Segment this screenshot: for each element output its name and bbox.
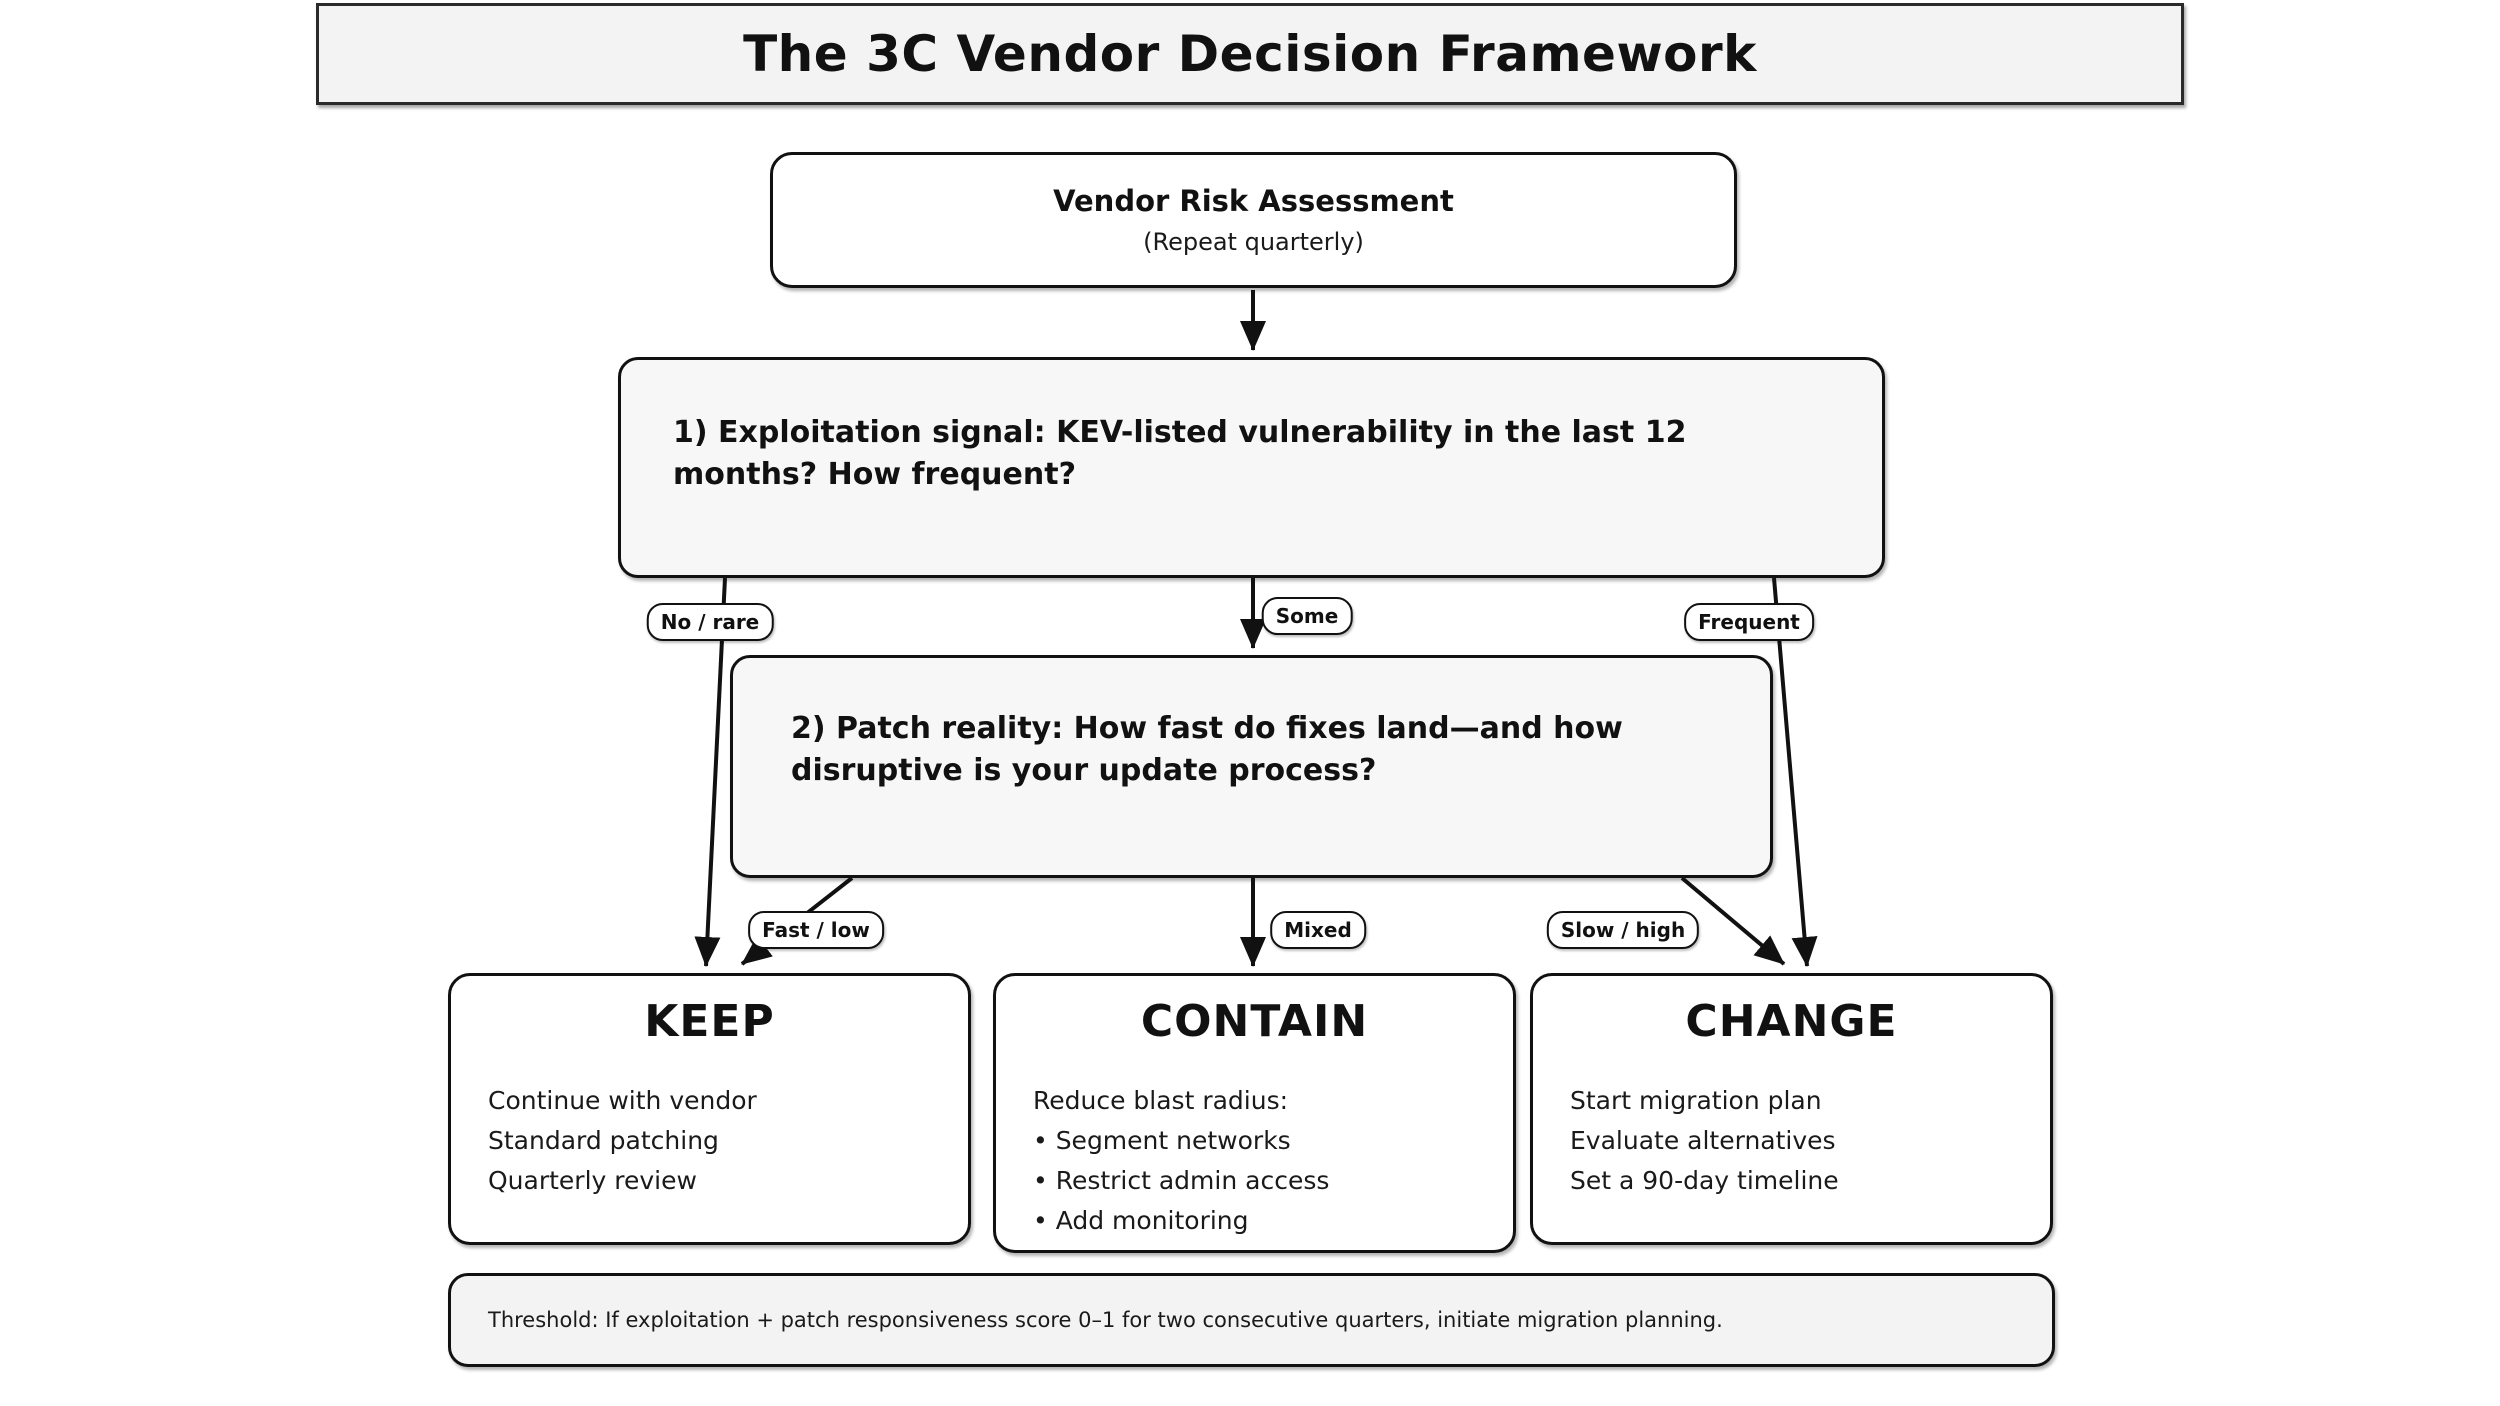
outcome-change-lines: Start migration plan Evaluate alternativ… [1533,1081,2050,1201]
question-2-text: 2) Patch reality: How fast do fixes land… [791,711,1623,788]
outcome-node-keep: KEEP Continue with vendor Standard patch… [448,973,971,1245]
outcome-line: Standard patching [488,1126,719,1155]
edge-label-slow-high: Slow / high [1546,911,1700,949]
outcome-line: Reduce blast radius: [1033,1086,1289,1115]
start-node: Vendor Risk Assessment (Repeat quarterly… [770,152,1737,288]
outcome-contain-lines: Reduce blast radius: • Segment networks … [996,1081,1513,1241]
start-node-title: Vendor Risk Assessment [1053,184,1454,218]
outcome-node-change: CHANGE Start migration plan Evaluate alt… [1530,973,2053,1245]
start-node-subtitle: (Repeat quarterly) [1143,228,1364,256]
edge-label-frequent: Frequent [1684,603,1814,641]
question-1-text: 1) Exploitation signal: KEV-listed vulne… [673,415,1687,492]
page-title: The 3C Vendor Decision Framework [743,25,1757,83]
question-node-1: 1) Exploitation signal: KEV-listed vulne… [618,357,1885,578]
outcome-line: • Segment networks [1033,1126,1291,1155]
edge-label-mixed: Mixed [1270,911,1366,949]
outcome-line: • Add monitoring [1033,1206,1249,1235]
outcome-line: • Restrict admin access [1033,1166,1330,1195]
outcome-keep-title: KEEP [644,996,775,1047]
outcome-line: Start migration plan [1570,1086,1822,1115]
outcome-line: Set a 90-day timeline [1570,1166,1839,1195]
outcome-keep-lines: Continue with vendor Standard patching Q… [451,1081,968,1201]
question-node-2: 2) Patch reality: How fast do fixes land… [730,655,1773,878]
outcome-contain-title: CONTAIN [1140,996,1369,1047]
outcome-change-title: CHANGE [1685,996,1898,1047]
outcome-line: Evaluate alternatives [1570,1126,1836,1155]
threshold-note: Threshold: If exploitation + patch respo… [448,1273,2055,1367]
outcome-node-contain: CONTAIN Reduce blast radius: • Segment n… [993,973,1516,1253]
threshold-note-text: Threshold: If exploitation + patch respo… [488,1308,1723,1332]
edge-label-fast-low: Fast / low [748,911,884,949]
title-banner: The 3C Vendor Decision Framework [316,3,2184,105]
outcome-line: Quarterly review [488,1166,697,1195]
outcome-line: Continue with vendor [488,1086,757,1115]
edge-label-no-rare: No / rare [646,603,774,641]
edge-label-some: Some [1261,597,1353,635]
